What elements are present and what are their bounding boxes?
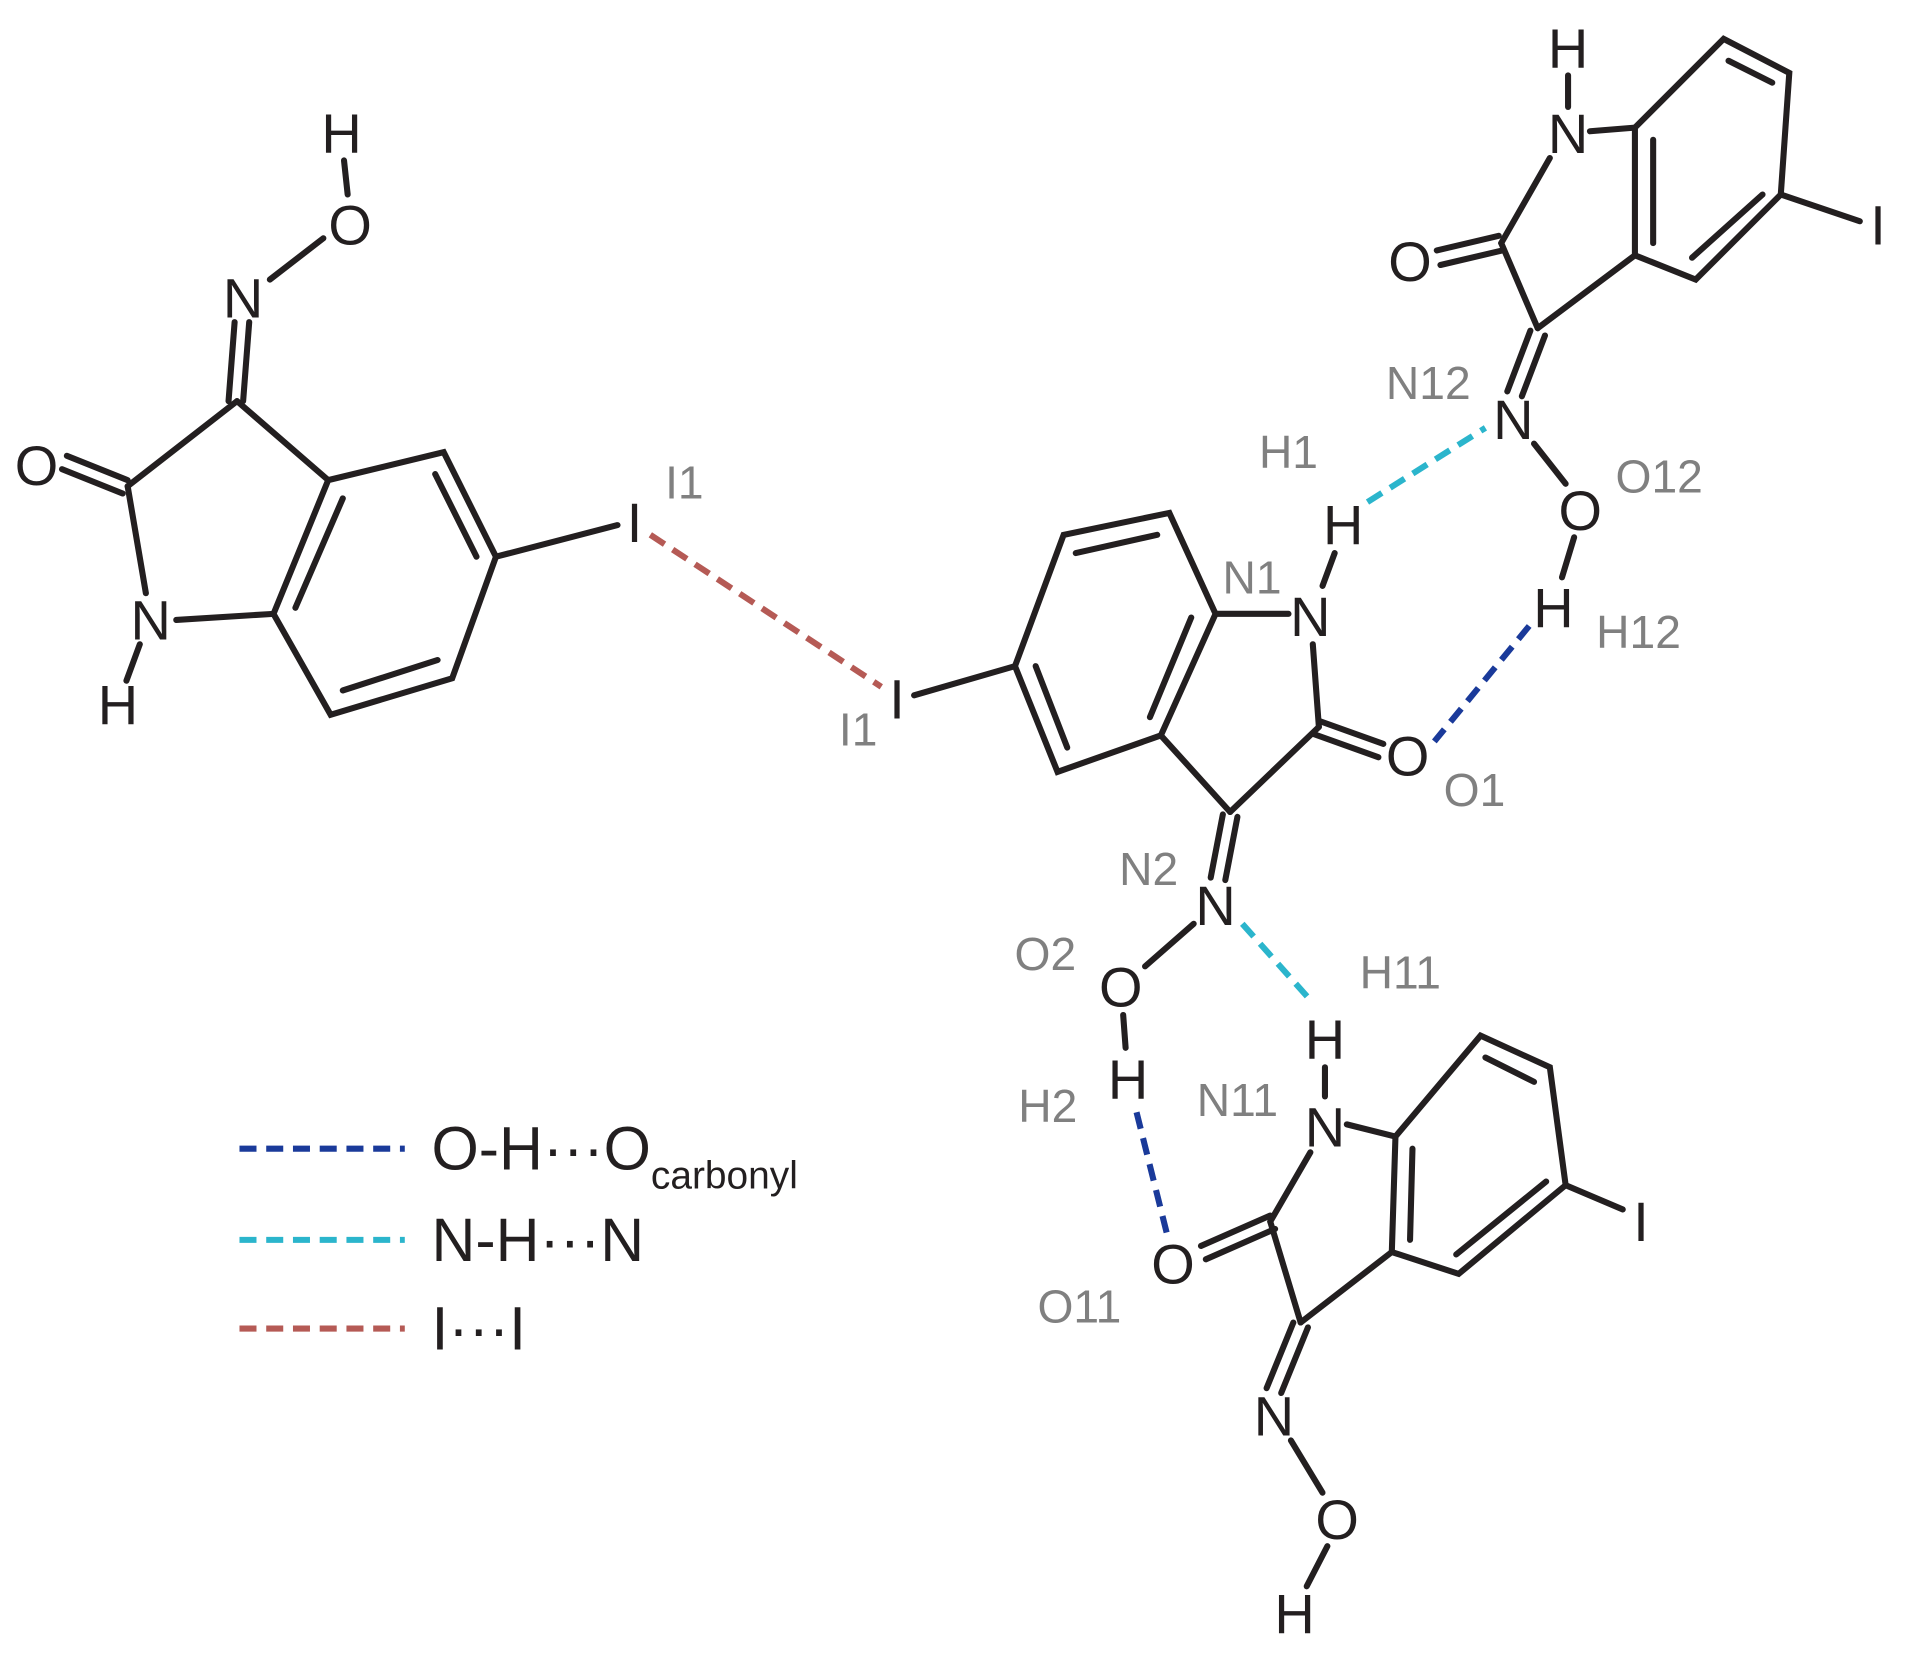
atom-n: N [1290,585,1330,648]
label-h1: H1 [1259,426,1318,478]
atom-n: N [223,266,263,329]
label-h2: H2 [1018,1080,1077,1132]
legend-item-i-i: I···I [239,1295,526,1363]
legend-item-oh-o-carbonyl: O-H···Ocarbonyl [239,1115,798,1197]
legend-label: N-H···N [432,1206,645,1274]
label-o12: O12 [1616,450,1703,502]
label-i1-left: I1 [665,457,704,509]
atom-h: H [1108,1048,1148,1111]
atom-n: N [1254,1385,1294,1448]
atom-n: N [1493,388,1533,451]
molecule-bottom-right: H H11 N N11 O O11 I N O H [1037,946,1648,1645]
atom-h: H [98,674,138,737]
molecule-center: I I1 N N1 H H1 O O1 N N2 O O2 H H2 [839,426,1505,1132]
label-i1-center: I1 [839,703,878,755]
atom-h: H [1305,1008,1345,1071]
atom-h: H [1533,576,1573,639]
atom-o: O [1558,479,1602,542]
label-o11: O11 [1037,1281,1121,1333]
label-h11: H11 [1360,946,1441,998]
label-n2: N2 [1119,843,1178,895]
molecule-left: H O N O N H I I1 [15,102,704,736]
hbond-n2-h11 [1240,921,1316,1005]
atom-n: N [1195,874,1235,937]
label-o2: O2 [1015,928,1077,980]
svg-text:O-H···Ocarbonyl: O-H···Ocarbonyl [432,1115,798,1197]
atom-h: H [1323,494,1363,557]
atom-o: O [1315,1488,1359,1551]
legend: O-H···Ocarbonyl N-H···N I···I [239,1115,798,1363]
atom-i: I [1633,1190,1649,1253]
label-o1: O1 [1444,764,1506,816]
atom-o: O [328,193,372,256]
atom-o: O [1151,1233,1195,1296]
atom-n: N [1548,102,1588,165]
label-h12: H12 [1596,606,1681,658]
halogen-bond-i-i [648,532,883,690]
label-n1: N1 [1223,551,1282,603]
legend-item-nh-n: N-H···N [239,1206,644,1274]
legend-label: O-H···O [432,1115,651,1183]
atom-n: N [131,588,171,651]
atom-h: H [1548,17,1588,80]
atom-i: I [889,667,905,730]
atom-i: I [627,491,643,554]
legend-label: I···I [432,1295,526,1363]
atom-i: I [1870,193,1886,256]
atom-h: H [1274,1583,1314,1646]
label-n11: N11 [1197,1074,1278,1126]
label-n12: N12 [1386,357,1471,409]
atom-o: O [1388,230,1432,293]
atom-n: N [1305,1095,1345,1158]
legend-subscript: carbonyl [651,1154,798,1197]
atom-h: H [321,102,361,165]
hbond-h12-o1 [1432,624,1532,744]
atom-o: O [15,434,58,497]
atom-o: O [1386,725,1430,788]
hbond-h1-n12 [1365,425,1488,505]
molecule-top-right: H N O I N N12 O O12 H H12 [1386,17,1886,658]
atom-o: O [1099,956,1143,1019]
hbond-h2-o11 [1133,1111,1170,1235]
